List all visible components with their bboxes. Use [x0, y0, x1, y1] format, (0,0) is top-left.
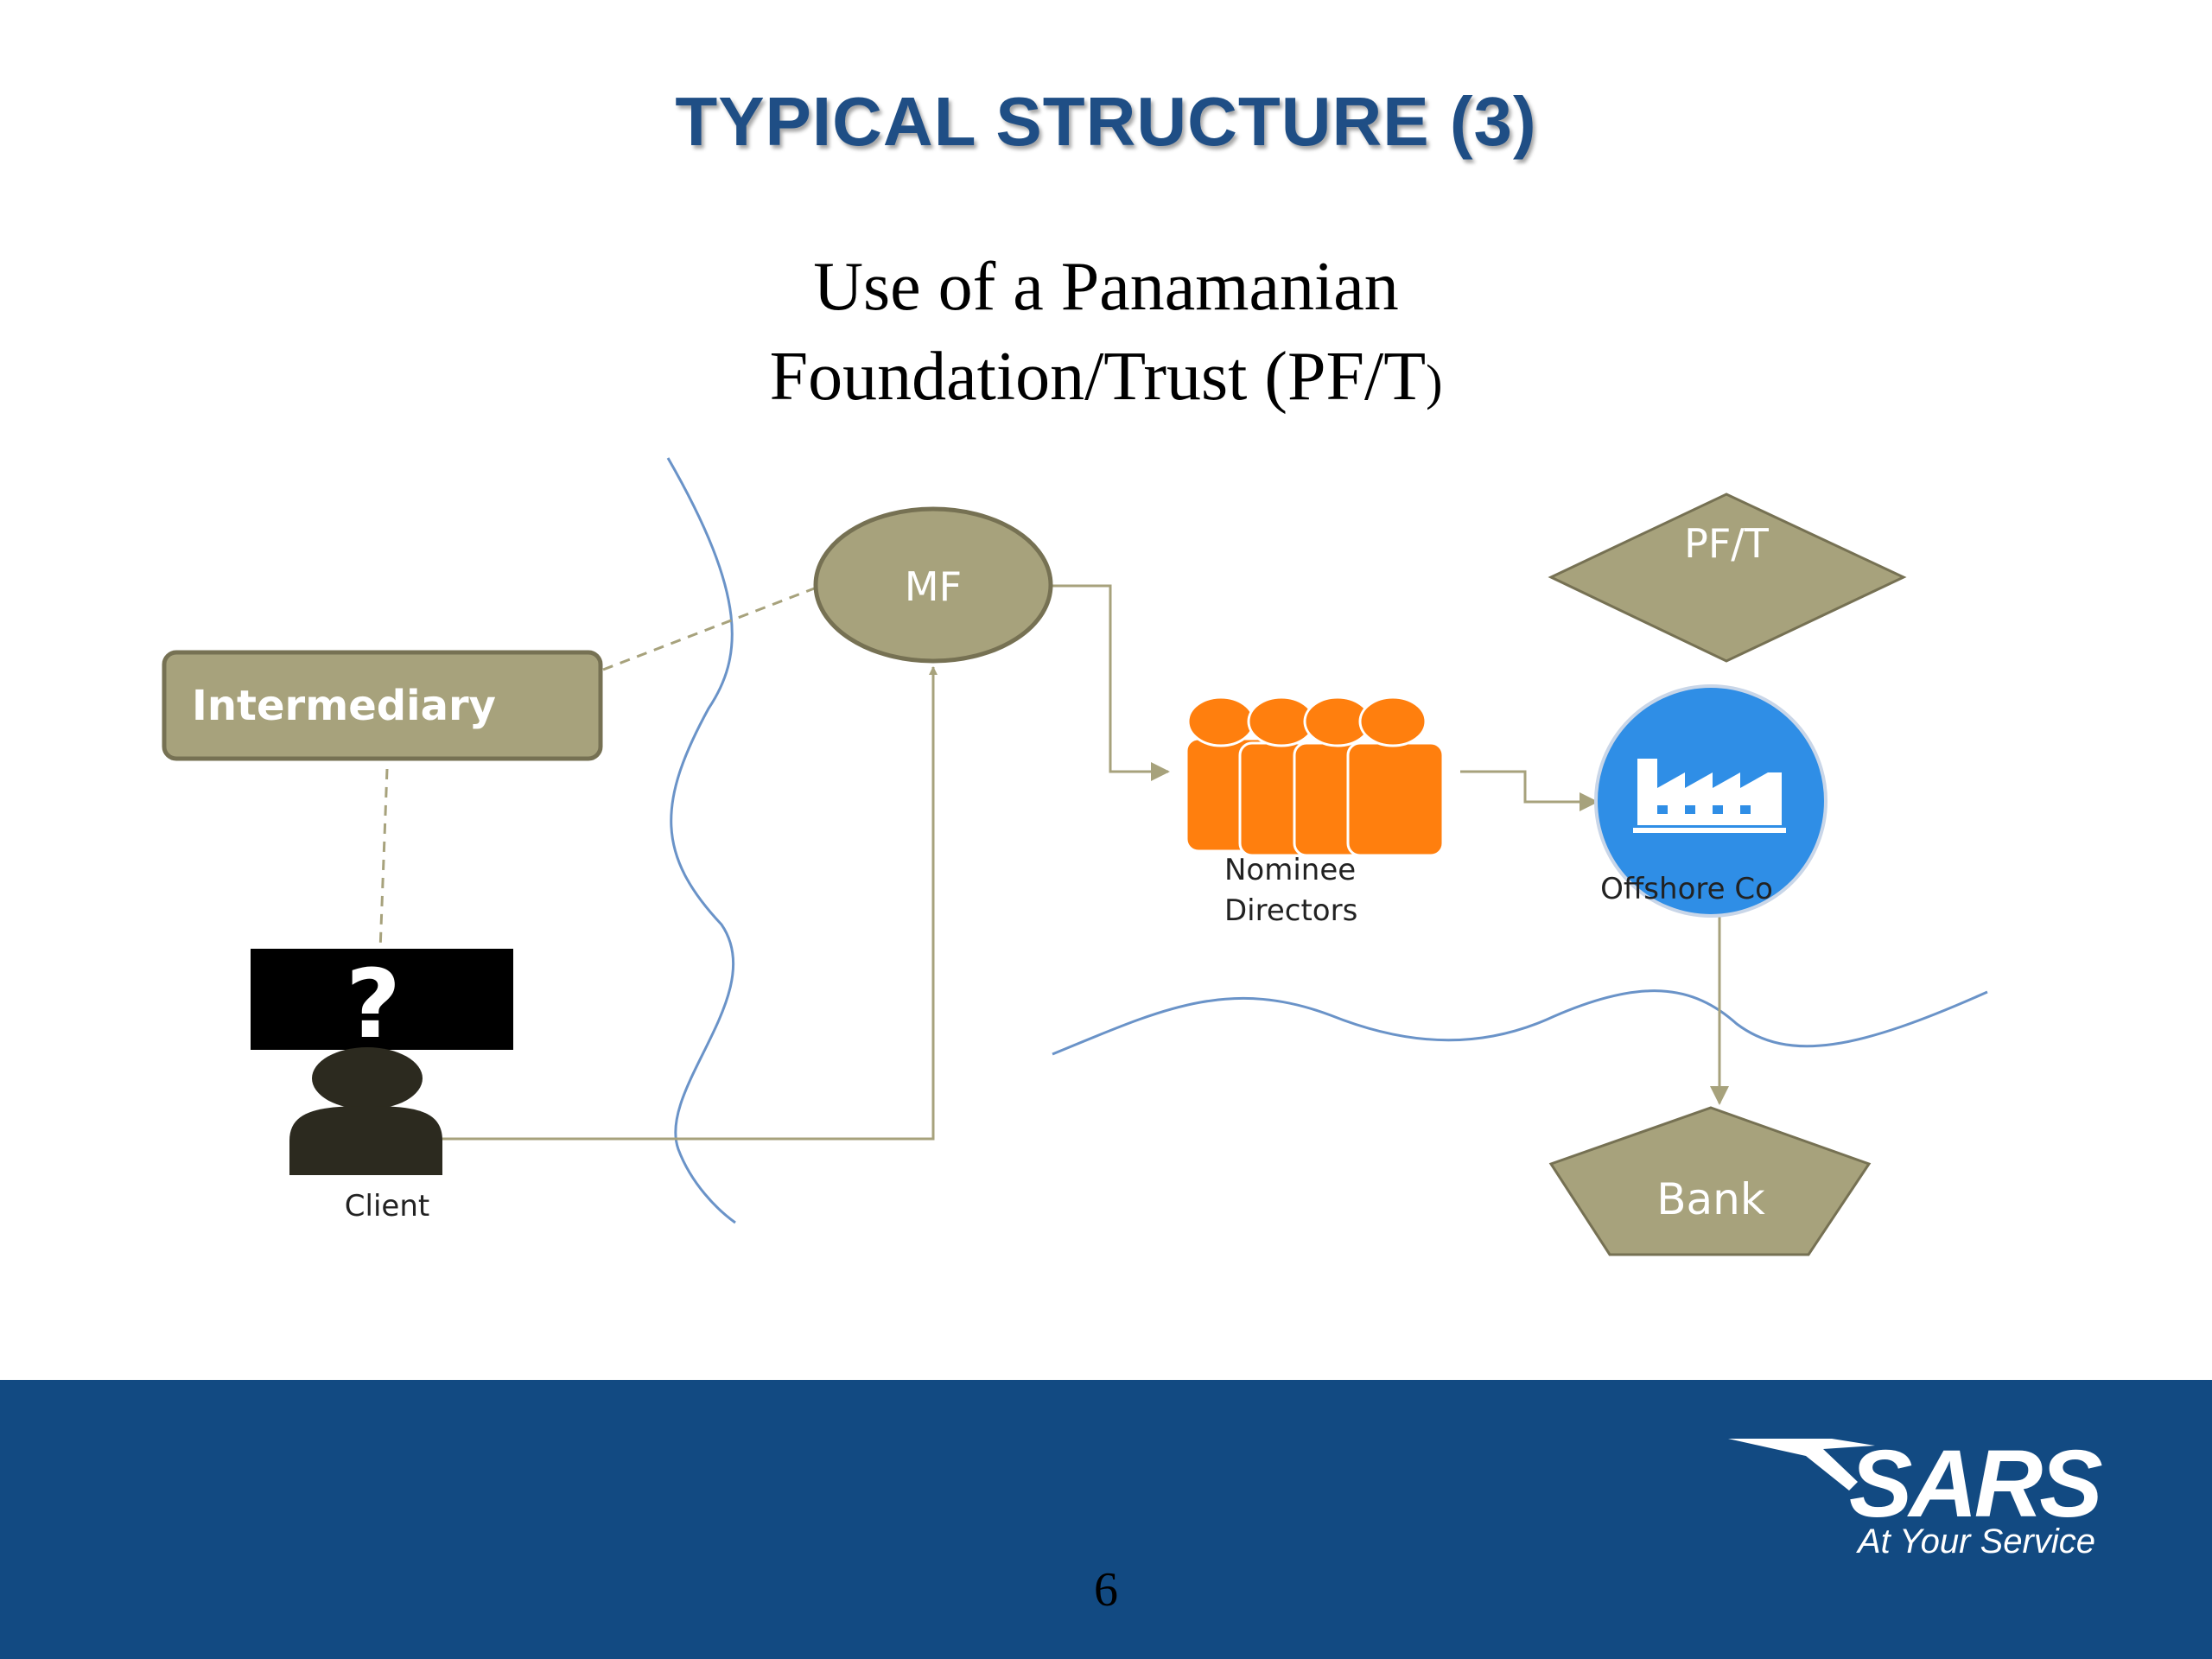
- slide-subtitle: Use of a Panamanian Foundation/Trust (PF…: [0, 242, 2212, 428]
- node-intermediary: Intermediary: [162, 650, 603, 761]
- node-pft: PF/T: [1548, 493, 1907, 663]
- subtitle-line-2-text: Foundation/Trust (PF/T: [769, 339, 1427, 415]
- node-mf: MF: [813, 506, 1053, 664]
- node-nominee-label-line1: Nominee: [1224, 853, 1356, 887]
- subtitle-line-2: Foundation/Trust (PF/T): [0, 332, 2212, 428]
- node-bank-label: Bank: [1656, 1174, 1765, 1224]
- node-pft-label: PF/T: [1684, 520, 1770, 567]
- sars-tagline: At Your Service: [1858, 1522, 2095, 1560]
- node-offshore-co: Offshore Co: [1594, 684, 1827, 918]
- sars-logo-swoosh-icon: [1728, 1439, 1875, 1491]
- node-mf-label: MF: [905, 563, 962, 610]
- node-offshore-label: Offshore Co: [1600, 872, 1773, 906]
- sars-logo: SARS: [1728, 1431, 2106, 1537]
- node-client-label: Client: [345, 1189, 429, 1224]
- page-number: 6: [1094, 1563, 1118, 1617]
- subtitle-line-1: Use of a Panamanian: [813, 249, 1399, 325]
- group-icon: [1185, 696, 1445, 857]
- node-client: ? Client: [251, 949, 513, 1224]
- arrow-nominees-to-offshore: [1460, 770, 1599, 811]
- structure-diagram: Intermediary MF PF/T ? Client: [162, 457, 1988, 1256]
- person-icon: [289, 1047, 442, 1175]
- connector-intermediary-client: [378, 768, 389, 951]
- node-bank: Bank: [1548, 1106, 1872, 1256]
- question-mark-glyph: ?: [346, 949, 401, 1059]
- node-intermediary-label: Intermediary: [192, 682, 496, 730]
- footer-bar: [0, 1380, 2212, 1659]
- boundary-line-horizontal: [1052, 989, 1988, 1056]
- subtitle-paren: ): [1426, 354, 1443, 410]
- node-nominee-directors: Nominee Directors: [1185, 696, 1445, 928]
- arrow-client-to-mf: [442, 666, 938, 1141]
- factory-icon: [1633, 759, 1786, 833]
- sars-logo-text: SARS: [1849, 1431, 2102, 1537]
- connector-intermediary-mf: [602, 586, 817, 671]
- question-mark-icon: ?: [251, 949, 513, 1059]
- slide-title: TYPICAL STRUCTURE (3): [675, 83, 1537, 160]
- node-nominee-label-line2: Directors: [1224, 893, 1357, 928]
- boundary-line-vertical: [666, 457, 736, 1224]
- arrow-mf-to-nominees: [1052, 584, 1170, 781]
